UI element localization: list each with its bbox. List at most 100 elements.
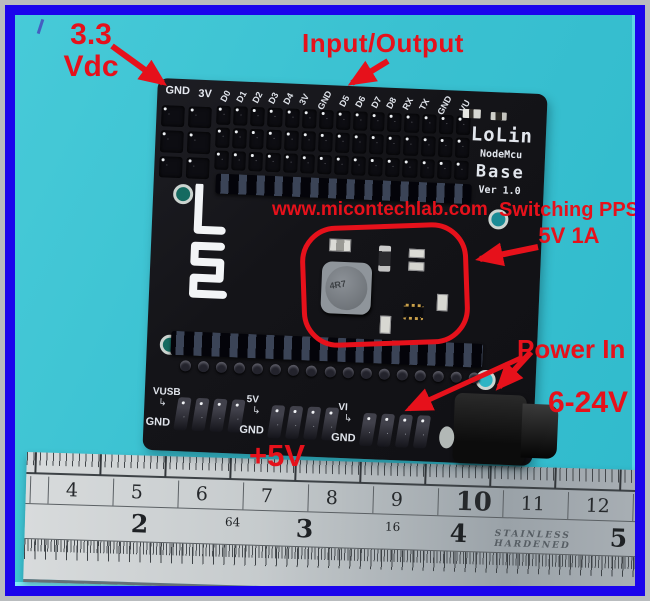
header-pin [186, 131, 211, 154]
header-pin [300, 131, 316, 152]
annotation-voltage-range: 6-24V [548, 386, 629, 419]
solder-pin [432, 370, 444, 383]
brand-nodemcu: NodeMcu [479, 148, 523, 162]
rail-pin [191, 397, 210, 432]
ruler-cm-number: 11 [520, 492, 546, 516]
header-pin [385, 157, 401, 178]
rail-label-5v: 5V [246, 393, 260, 406]
header-pin [335, 110, 351, 131]
pen-mark [36, 18, 45, 35]
solder-pin [342, 366, 354, 379]
ruler-cm-number: 10 [455, 486, 493, 518]
power-pin-header-block [158, 105, 212, 180]
rail-pin [358, 412, 378, 447]
header-pin [420, 136, 436, 157]
header-pin [216, 105, 232, 126]
header-pin [284, 108, 300, 129]
io-pin-header-block [214, 105, 471, 181]
header-pin [301, 109, 317, 129]
header-pin [215, 127, 231, 148]
header-pin [158, 155, 183, 179]
header-pin [159, 130, 184, 153]
ruler-cm-number: 4 [65, 479, 79, 502]
header-pin [387, 112, 403, 133]
header-pin [352, 133, 368, 154]
header-pin [404, 113, 420, 134]
header-pin [403, 135, 419, 156]
solder-pin [324, 366, 336, 378]
solder-pin [396, 369, 408, 381]
annotation-pps-line1: Switching PPS [498, 199, 635, 221]
ruler-cm-number: 7 [260, 484, 274, 508]
brand-lolin: LoLin [470, 123, 534, 148]
annotation-switching-pps: Switching PPS 5V 1A [485, 199, 635, 248]
header-pin [386, 134, 402, 155]
solder-pin [197, 360, 210, 373]
solder-pin [414, 370, 426, 382]
pin-label-gnd: GND [165, 84, 191, 98]
ruler-inch-mark: 3 [295, 514, 314, 544]
header-pin [438, 114, 454, 135]
rail-label-gnd: GND [145, 415, 171, 429]
rail-pins [173, 397, 246, 433]
power-group-vi: VI ↳ GND [330, 402, 436, 464]
header-pin [334, 132, 350, 153]
rail-label-vi: VI [338, 401, 349, 414]
header-pin [187, 106, 212, 129]
annotation-3v3: 3.3 Vdc [53, 18, 129, 84]
header-pin [437, 137, 453, 158]
rail-pin [412, 415, 432, 449]
ruler-inch-mark: 2 [130, 509, 149, 539]
header-pin [185, 156, 210, 180]
solder-pin [233, 362, 246, 374]
solder-pin [468, 372, 480, 384]
annotation-input-output: Input/Output [302, 28, 464, 58]
header-pin [233, 106, 249, 127]
solder-pin [269, 363, 282, 376]
ruler-inch-mark: STAINLESS HARDENED [494, 528, 571, 552]
solder-pin [251, 363, 264, 375]
header-pin [214, 150, 230, 171]
ruler-cm-number: 6 [195, 483, 209, 506]
header-pin [248, 151, 264, 172]
header-pin [250, 106, 266, 127]
header-pin [231, 150, 247, 171]
pin-label-3v: 3V [297, 92, 312, 107]
ruler-cm-number: 5 [130, 481, 144, 504]
rail-pin [394, 414, 414, 448]
ruler-cm-number: 8 [325, 486, 339, 510]
smd-led-2 [490, 111, 507, 121]
header-pin [283, 130, 299, 151]
header-pin [282, 152, 298, 173]
rail-label-gnd: GND [330, 431, 356, 445]
header-pin [232, 128, 248, 149]
solder-pin [306, 365, 318, 377]
ruler-cm-number: 9 [390, 488, 404, 512]
ruler-inch-mark: 64 [224, 514, 241, 530]
ruler-inch-mark: 5 [609, 523, 628, 553]
annotation-pps-line2: 5V 1A [538, 222, 600, 248]
rail-arrow-glyph: ↳ [251, 405, 261, 417]
solder-pin [378, 368, 390, 380]
brand-base: Base [475, 161, 526, 184]
rail-pins [266, 405, 340, 441]
arrow-input-output [347, 58, 390, 86]
rail-label-gnd: GND [239, 423, 265, 437]
ruler-inch-mark: 16 [384, 519, 401, 535]
header-pin [318, 109, 334, 130]
pin-label-3v: 3V [198, 87, 213, 101]
header-pin [317, 132, 333, 153]
solder-pin [288, 364, 300, 377]
header-pin [353, 111, 368, 132]
header-pin [334, 155, 349, 176]
header-pin [267, 107, 283, 128]
rail-pin [284, 405, 304, 440]
rail-pin [302, 406, 322, 440]
solder-pin [215, 361, 228, 374]
header-pin [368, 156, 384, 177]
rail-pin [266, 405, 286, 439]
rail-pin [173, 397, 192, 431]
